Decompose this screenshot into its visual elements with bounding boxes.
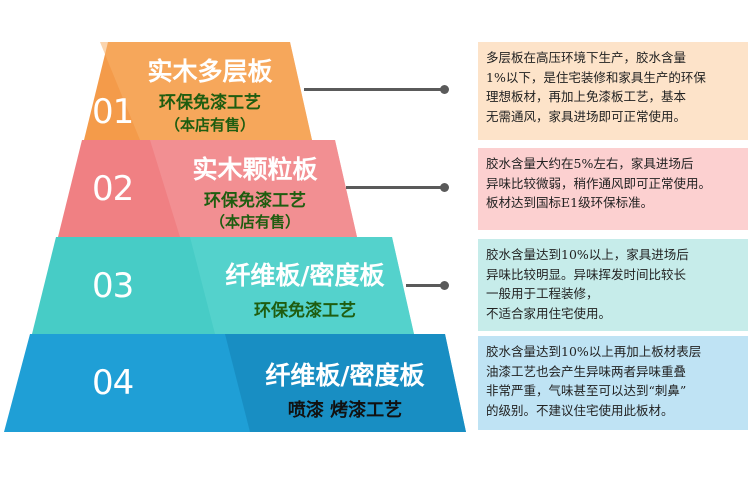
description-1-line-3: 理想板材，再加上免漆板工艺，基本: [486, 89, 687, 105]
description-1-line-4: 无需通风，家具进场即可正常使用。: [486, 108, 687, 124]
description-3-line-3: 一般用于工程装修，: [486, 286, 599, 302]
connector-1: [304, 88, 444, 91]
tier-2-subtitle: 环保免漆工艺: [204, 191, 306, 211]
description-1-line-2: 1%以下，是住宅装修和家具生产的环保: [486, 69, 706, 85]
description-3-line-2: 异味比较明显。异味挥发时间比较长: [486, 266, 687, 282]
description-4-line-4: 的级别。不建议住宅使用此板材。: [486, 402, 674, 418]
description-1-line-1: 多层板在高压环境下生产，胶水含量: [486, 50, 687, 65]
connector-1-dot: [440, 85, 449, 94]
connector-3: [406, 284, 444, 287]
description-box-1: 多层板在高压环境下生产，胶水含量 1%以下，是住宅装修和家具生产的环保 理想板材…: [478, 42, 748, 140]
tier-1-number: 01: [92, 92, 134, 132]
tier-4-number: 04: [92, 363, 134, 403]
tier-2-note: （本店有售）: [209, 213, 300, 231]
description-4-line-1: 胶水含量达到10%以上再加上板材表层: [486, 344, 702, 359]
description-4-line-2: 油漆工艺也会产生异味两者异味重叠: [486, 363, 687, 379]
description-2-line-3: 板材达到国标E1级环保标准。: [486, 195, 654, 211]
tier-1-title: 实木多层板: [147, 57, 273, 86]
connector-2-dot: [440, 183, 449, 192]
tier-3-subtitle: 环保免漆工艺: [254, 301, 356, 321]
description-box-2: 胶水含量大约在5%左右，家具进场后 异味比较微弱，稍作通风即可正常使用。 板材达…: [478, 148, 748, 230]
description-2-line-2: 异味比较微弱，稍作通风即可正常使用。: [486, 175, 712, 191]
connector-3-dot: [440, 281, 449, 290]
tier-2-title: 实木颗粒板: [192, 155, 318, 184]
tier-1-note: （本店有售）: [164, 116, 255, 134]
tier-3-title: 纤维板/密度板: [225, 261, 385, 290]
tier-4-subtitle: 喷漆 烤漆工艺: [287, 400, 403, 421]
description-4-line-3: 非常严重，气味甚至可以达到“刺鼻”: [486, 383, 687, 399]
connector-2: [346, 186, 444, 189]
tier-3-number: 03: [92, 266, 134, 306]
description-box-4: 胶水含量达到10%以上再加上板材表层 油漆工艺也会产生异味两者异味重叠 非常严重…: [478, 336, 748, 430]
description-3-line-1: 胶水含量达到10%以上，家具进场后: [486, 247, 689, 262]
tier-4-title: 纤维板/密度板: [265, 361, 425, 390]
description-2-line-1: 胶水含量大约在5%左右，家具进场后: [486, 156, 694, 171]
tier-1-subtitle: 环保免漆工艺: [159, 93, 261, 113]
tier-2-number: 02: [92, 169, 134, 209]
description-box-3: 胶水含量达到10%以上，家具进场后 异味比较明显。异味挥发时间比较长 一般用于工…: [478, 239, 748, 331]
description-3-line-4: 不适合家用住宅使用。: [486, 305, 612, 321]
